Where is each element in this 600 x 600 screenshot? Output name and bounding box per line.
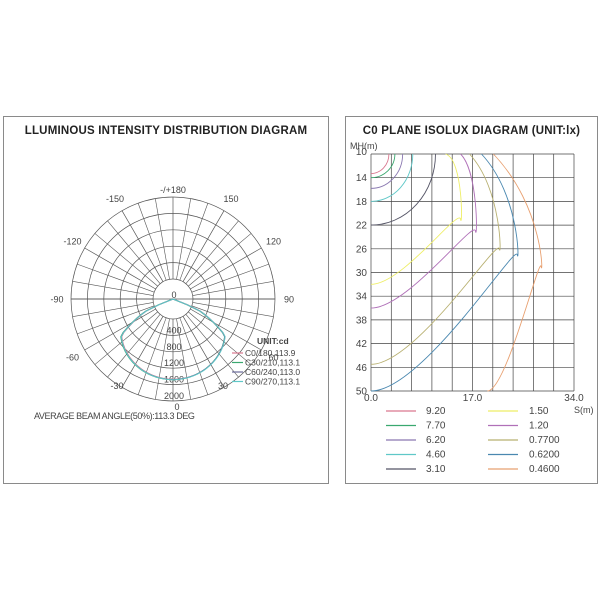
y-tick: 26 <box>356 244 368 255</box>
y-tick: 22 <box>356 221 368 232</box>
legend-title: UNIT:cd <box>257 336 289 346</box>
y-tick: 18 <box>356 197 368 208</box>
beam-angle-text: AVERAGE BEAM ANGLE(50%):113.3 DEG <box>34 411 195 421</box>
legend-label: C60/240,113.0 <box>245 367 300 377</box>
ring-label: 800 <box>166 342 181 352</box>
polar-diagram: -/+180 150 -150 120 -120 90 -90 60 -60 30 -30 0 0 400… <box>34 185 300 421</box>
legend-label: 0.7700 <box>529 435 560 446</box>
isolux-curve <box>370 153 462 285</box>
angle-label: -/+180 <box>160 185 186 195</box>
isolux-curve <box>487 153 543 392</box>
y-tick: 50 <box>356 387 368 398</box>
legend-label: 9.20 <box>426 406 446 417</box>
angle-label: -150 <box>106 194 124 204</box>
legend-label: C0/180,113.9 <box>245 348 296 358</box>
polar-grid <box>70 196 276 402</box>
ring-label: 1200 <box>164 358 184 368</box>
isolux-curve <box>370 153 519 392</box>
isolux-curve <box>370 153 436 226</box>
x-tick: 34.0 <box>564 393 584 404</box>
intensity-curve <box>120 298 226 381</box>
y-axis-label: MH(m) <box>350 141 378 151</box>
legend-label: 1.50 <box>529 406 549 417</box>
angle-label: 60 <box>268 353 278 363</box>
legend-label: 6.20 <box>426 435 446 446</box>
angle-label: 0 <box>174 402 179 412</box>
x-tick: 17.0 <box>463 393 483 404</box>
legend-label: 1.20 <box>529 421 549 432</box>
y-tick: 46 <box>356 363 368 374</box>
isolux-legend: 9.20 7.70 6.20 4.60 3.10 1.50 1.20 0.7700 0.6200… <box>386 406 560 475</box>
angle-label: -120 <box>64 237 82 247</box>
y-tick: 38 <box>356 315 368 326</box>
legend-label: C90/270,113.1 <box>245 377 300 387</box>
angle-label: -90 <box>50 295 63 305</box>
ring-label: 0 <box>171 290 176 300</box>
y-tick: 30 <box>356 268 368 279</box>
isolux-curve <box>370 153 414 202</box>
legend-label: 0.6200 <box>529 450 560 461</box>
isolux-grid <box>370 153 575 392</box>
angle-label: 30 <box>218 381 228 391</box>
x-axis-label: S(m) <box>574 405 594 415</box>
isolux-diagram: 10 14 18 22 26 30 34 38 42 46 50 MH(m) 0.0 17.0 34.0S(… <box>350 141 594 475</box>
angle-label: 90 <box>284 295 294 305</box>
isolux-panel: C0 PLANE ISOLUX DIAGRAM (UNIT:lx) 10 14 18… <box>345 116 598 484</box>
isolux-curve <box>370 153 390 175</box>
isolux-curve <box>370 153 501 365</box>
intensity-distribution-panel: LLUMINOUS INTENSITY DISTRIBUTION DIAGRAM… <box>3 116 329 484</box>
angle-label: -30 <box>110 381 123 391</box>
legend-label: 0.4600 <box>529 464 560 475</box>
isolux-curve <box>370 153 477 309</box>
x-tick: 0.0 <box>364 393 378 404</box>
angle-label: -60 <box>66 353 79 363</box>
legend-label: 7.70 <box>426 421 446 432</box>
y-tick: 10 <box>356 147 368 158</box>
isolux-curve <box>370 153 396 179</box>
legend-label: C30/210,113.1 <box>245 358 300 368</box>
legend-label: 3.10 <box>426 464 446 475</box>
ring-label: 2000 <box>164 391 184 401</box>
angle-label: 120 <box>266 237 281 247</box>
isolux-diagram-title: C0 PLANE ISOLUX DIAGRAM (UNIT:lx) <box>362 125 581 137</box>
intensity-diagram-title: LLUMINOUS INTENSITY DISTRIBUTION DIAGRAM <box>24 125 308 137</box>
ring-label: 400 <box>166 325 181 335</box>
isolux-curve <box>370 153 404 189</box>
y-tick: 42 <box>356 339 368 350</box>
y-tick: 14 <box>356 173 368 184</box>
intensity-curves <box>120 298 226 381</box>
y-tick: 34 <box>356 292 368 303</box>
angle-label: 150 <box>223 194 238 204</box>
intensity-legend: UNIT:cdC0/180,113.9C30/210,113.1C60/240,… <box>232 336 300 387</box>
angle-labels: -/+180 150 -150 120 -120 90 -90 60 -60 30 -30 0 <box>50 185 294 412</box>
legend-label: 4.60 <box>426 450 446 461</box>
